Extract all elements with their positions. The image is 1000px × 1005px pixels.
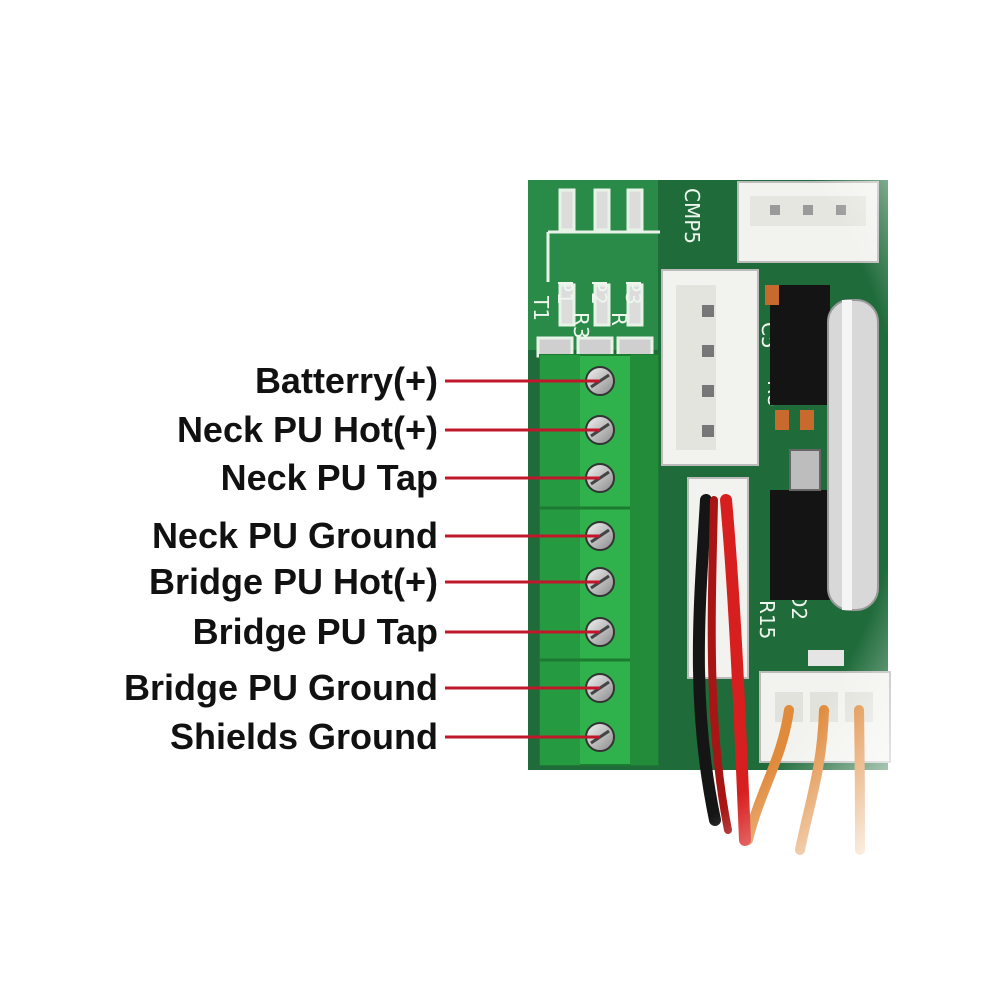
- terminal-label: Bridge PU Tap: [192, 611, 438, 652]
- terminal-label: Neck PU Ground: [151, 515, 438, 556]
- terminal-label: Neck PU Tap: [220, 457, 438, 498]
- terminal-label: Batterry(+): [254, 360, 438, 401]
- terminal-label: Shields Ground: [169, 716, 438, 757]
- terminal-label: Bridge PU Ground: [124, 667, 438, 708]
- terminal-label: Bridge PU Hot(+): [148, 561, 438, 602]
- terminal-label: Neck PU Hot(+): [176, 409, 438, 450]
